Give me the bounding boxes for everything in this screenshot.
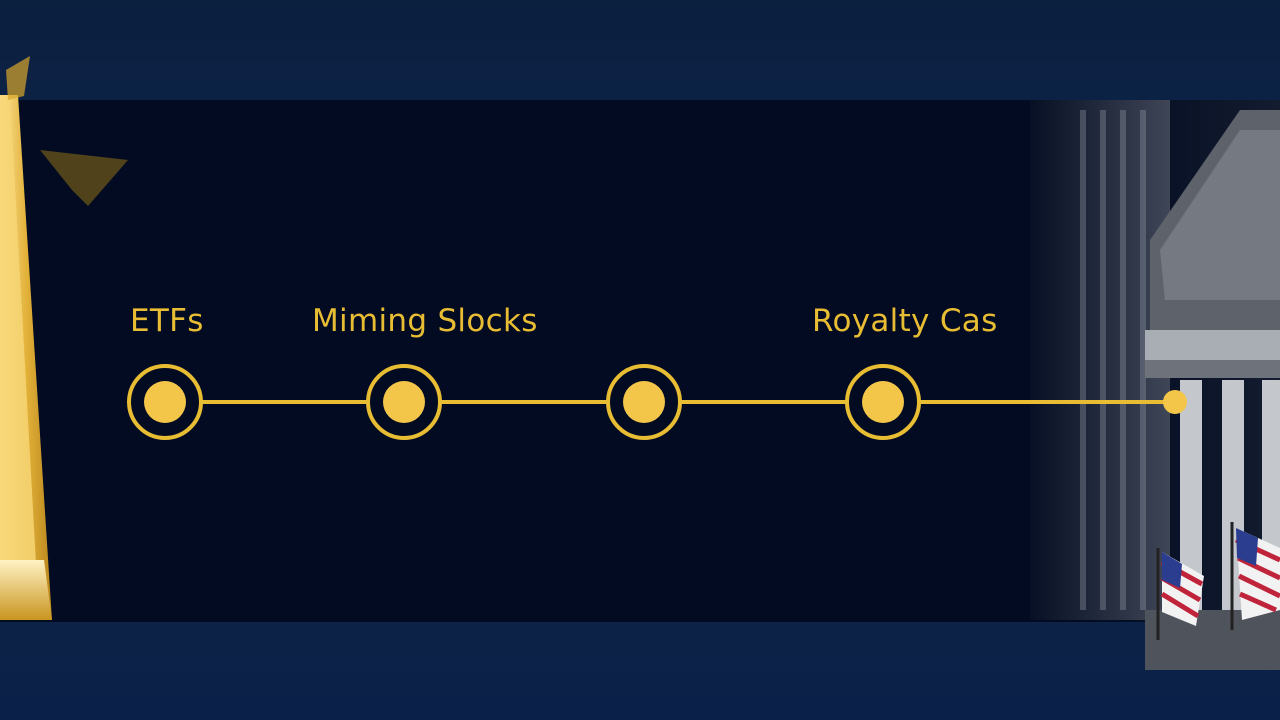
- timeline-label-mining-stocks: Miming Slocks: [312, 303, 538, 339]
- gold-bar-icon: [0, 56, 128, 620]
- timeline-label-royalty: Royalty Cas: [812, 303, 998, 339]
- timeline-node: [127, 364, 203, 440]
- timeline-node: [366, 364, 442, 440]
- bottom-band: [0, 622, 1280, 720]
- timeline-end-dot: [1163, 390, 1187, 414]
- us-flag-icon: [1156, 548, 1204, 640]
- timeline-label-etfs: ETFs: [130, 303, 204, 339]
- us-flag-icon: [1230, 522, 1280, 630]
- timeline-node: [845, 364, 921, 440]
- timeline-node: [606, 364, 682, 440]
- top-band: [0, 0, 1280, 100]
- stock-exchange-building-icon: [1030, 100, 1280, 670]
